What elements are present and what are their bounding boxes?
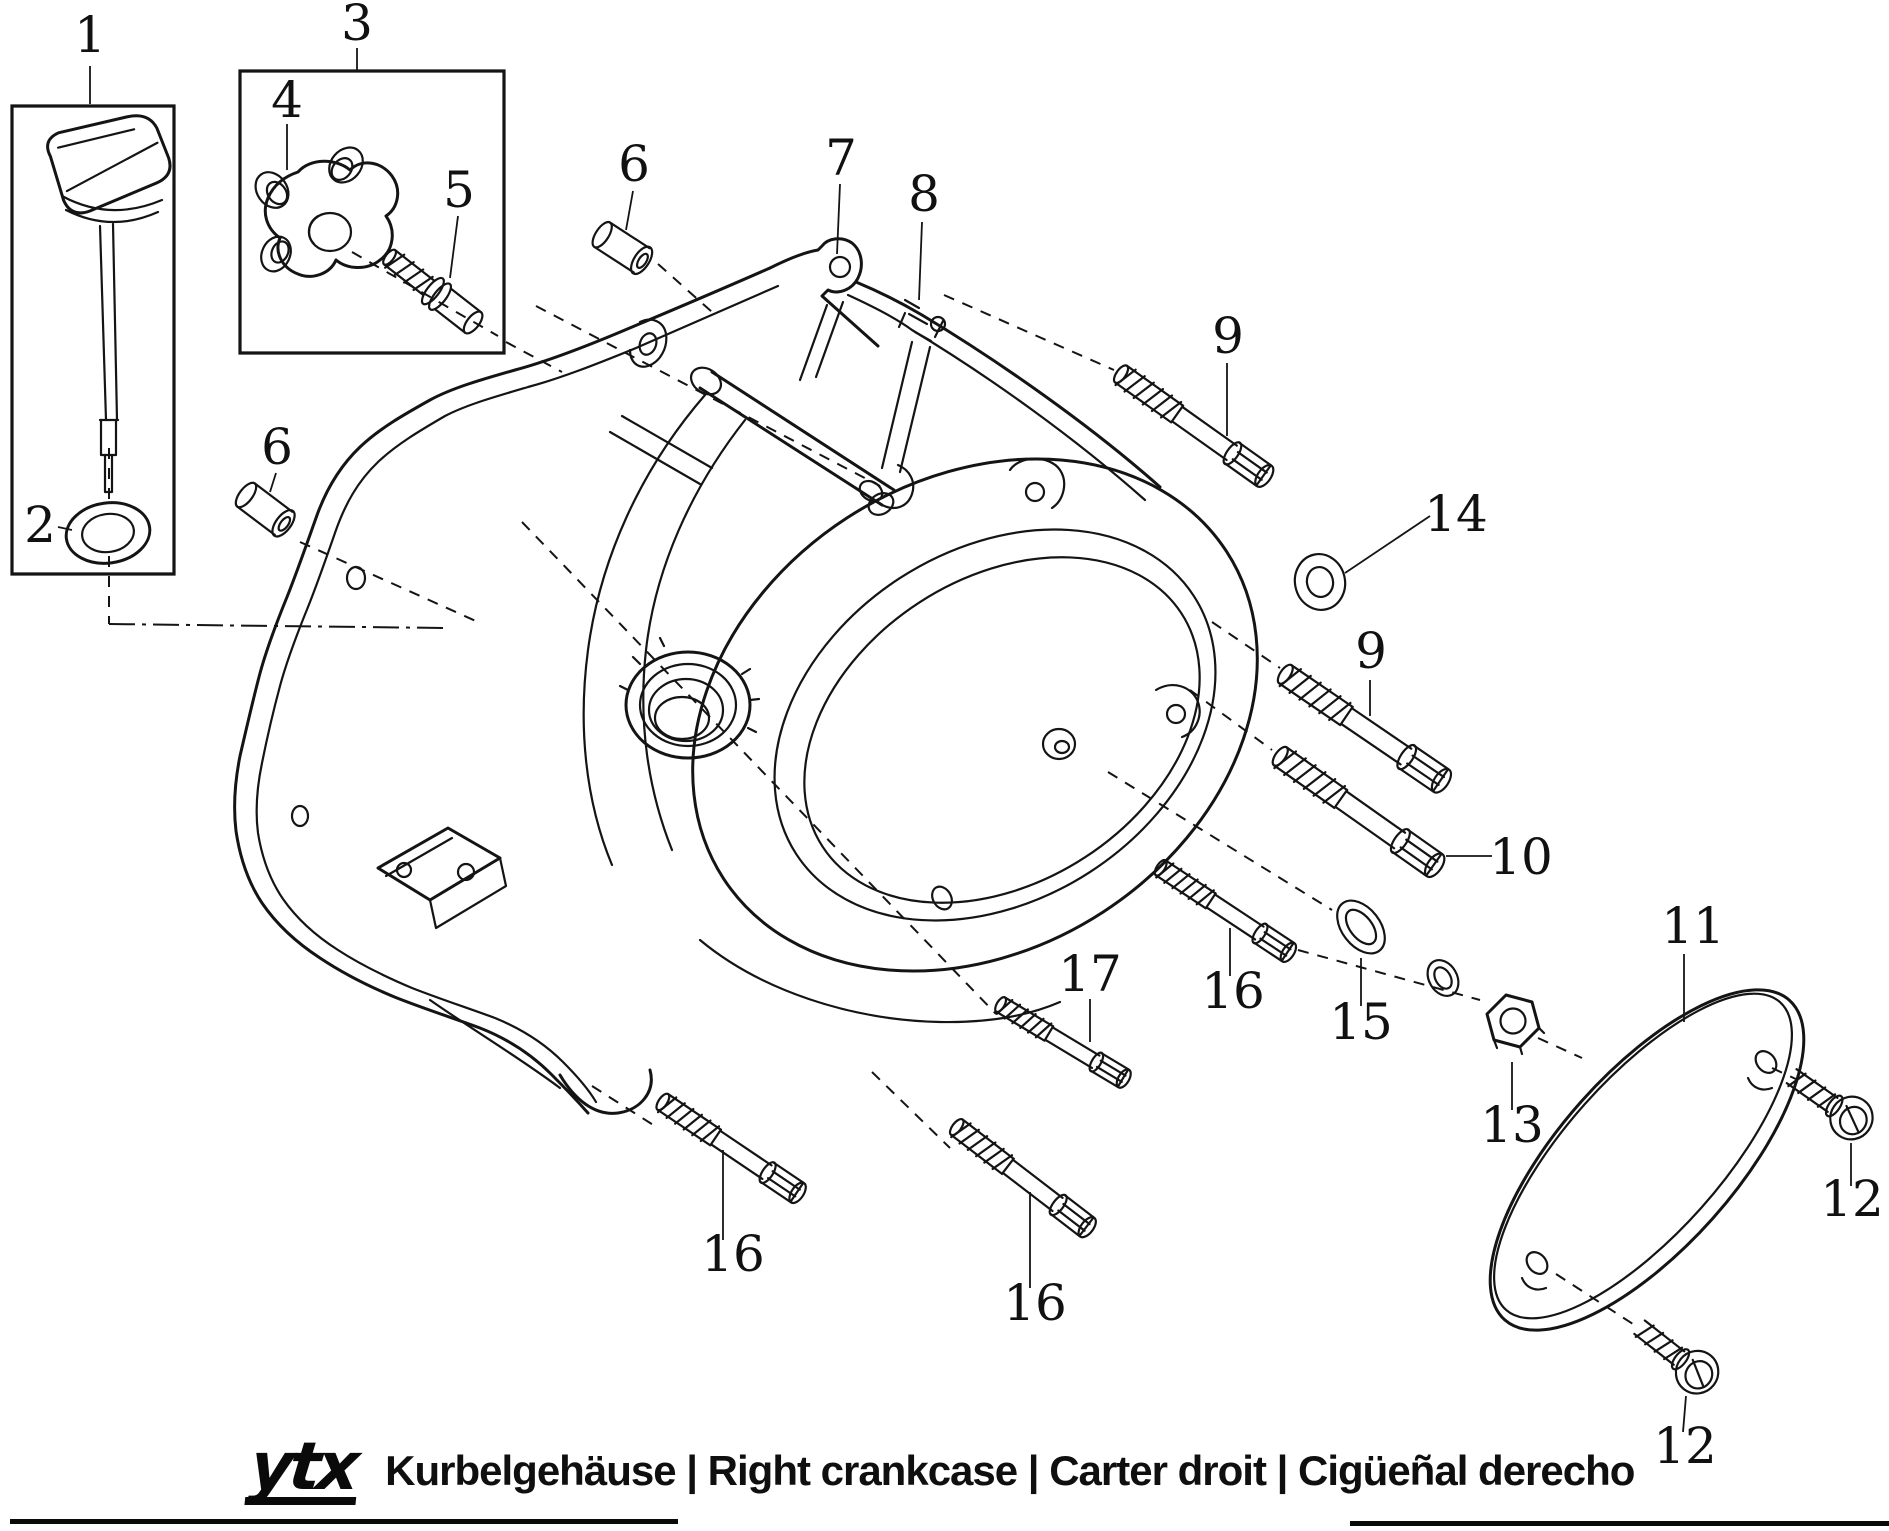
bolt-16-bottom-center bbox=[944, 1113, 1101, 1242]
caption-title: Kurbelgehäuse | Right crankcase | Carter… bbox=[385, 1447, 1635, 1494]
gasket-7 bbox=[235, 239, 878, 1114]
dowel-pin-6-upper bbox=[587, 217, 658, 279]
label-13: 13 bbox=[1480, 1096, 1544, 1154]
label-7: 7 bbox=[825, 129, 857, 187]
joint-piece-4 bbox=[249, 141, 398, 277]
label-14: 14 bbox=[1424, 485, 1488, 543]
cover-plate-11 bbox=[1439, 942, 1855, 1379]
leader-dashed-part5 bbox=[352, 252, 562, 372]
brand-logo: ytx bbox=[244, 1428, 363, 1505]
label-9-upper: 9 bbox=[1212, 307, 1244, 365]
label-16-left: 16 bbox=[701, 1225, 765, 1283]
assembly-dashed-leaders bbox=[300, 264, 1798, 1326]
screw-12-upper bbox=[1778, 1057, 1883, 1149]
part-number-labels: 1 2 3 4 5 6 6 7 8 9 9 10 11 12 12 13 14 … bbox=[24, 0, 1884, 1475]
detail-box-part-3 bbox=[240, 71, 504, 353]
label-12-lower: 12 bbox=[1653, 1417, 1717, 1475]
label-15: 15 bbox=[1329, 993, 1393, 1051]
label-3: 3 bbox=[341, 0, 373, 52]
label-9-lower: 9 bbox=[1355, 622, 1387, 680]
label-6-upper: 6 bbox=[618, 135, 650, 193]
oil-dipstick bbox=[43, 103, 176, 492]
bottom-border-right bbox=[1350, 1521, 1889, 1526]
bolt-16-right bbox=[1150, 855, 1301, 966]
crankcase-cover-8 bbox=[378, 282, 1355, 1075]
label-6-lower: 6 bbox=[261, 418, 293, 476]
caption-row: ytx Kurbelgehäuse | Right crankcase | Ca… bbox=[244, 1428, 1668, 1514]
screw-12-lower bbox=[1625, 1309, 1728, 1404]
label-11: 11 bbox=[1661, 897, 1725, 955]
detail-box-part-1 bbox=[12, 106, 174, 574]
leader-lines bbox=[58, 48, 1851, 1432]
sensor-bolt-5 bbox=[377, 242, 488, 339]
lock-washer bbox=[1421, 955, 1464, 1002]
washer-15 bbox=[1328, 892, 1395, 963]
label-5: 5 bbox=[443, 161, 475, 219]
label-12-upper: 12 bbox=[1820, 1170, 1884, 1228]
label-2: 2 bbox=[24, 496, 56, 554]
label-4: 4 bbox=[271, 71, 303, 129]
bolt-17 bbox=[991, 992, 1135, 1092]
dowel-pin-6-lower bbox=[230, 477, 300, 542]
o-ring-2 bbox=[62, 497, 154, 568]
label-10: 10 bbox=[1489, 828, 1553, 886]
label-1: 1 bbox=[74, 6, 106, 64]
nut-13 bbox=[1487, 995, 1544, 1054]
bolt-9-upper bbox=[1108, 359, 1279, 492]
label-8: 8 bbox=[908, 165, 940, 223]
bottom-border-left bbox=[10, 1519, 678, 1524]
label-16-right: 16 bbox=[1201, 962, 1265, 1020]
washer-14 bbox=[1290, 549, 1351, 614]
label-16-center: 16 bbox=[1003, 1274, 1067, 1332]
label-17: 17 bbox=[1058, 945, 1122, 1003]
bolt-16-bottom-left bbox=[651, 1088, 811, 1208]
